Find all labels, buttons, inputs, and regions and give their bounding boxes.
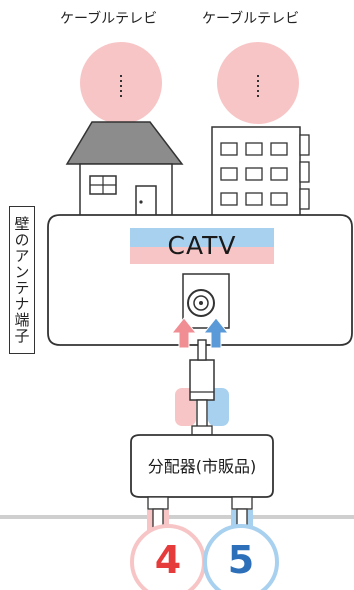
splitter-label: 分配器(市販品) (147, 457, 257, 476)
apartment-icon (211, 126, 310, 221)
house-icon (65, 121, 184, 219)
channel-circle-5 (203, 524, 279, 590)
arrow-up-icon (170, 317, 198, 349)
splitter-box (130, 434, 274, 498)
channel-number-5: 5 (227, 538, 255, 582)
signal-circle-house (80, 42, 162, 124)
catv-band-pink (130, 247, 274, 264)
splitter-connector-top (191, 425, 213, 436)
wall-outlet-label: 壁のアンテナ端子 (9, 206, 35, 354)
catv-band-blue (130, 228, 274, 247)
cable-line (197, 339, 207, 361)
service-label-apartment: ケーブルテレビ (202, 11, 300, 27)
catv-label: CATV (167, 231, 237, 260)
cable-lower (196, 399, 208, 429)
output-connector-left (147, 496, 169, 510)
coax-outlet-icon (182, 273, 230, 329)
signal-circle-apartment (217, 42, 299, 124)
service-label-house: ケーブルテレビ (60, 11, 158, 27)
output-connector-right (231, 496, 253, 510)
channel-number-4: 4 (154, 538, 182, 582)
arrow-up-icon (202, 317, 230, 349)
cable-plug (189, 359, 215, 401)
